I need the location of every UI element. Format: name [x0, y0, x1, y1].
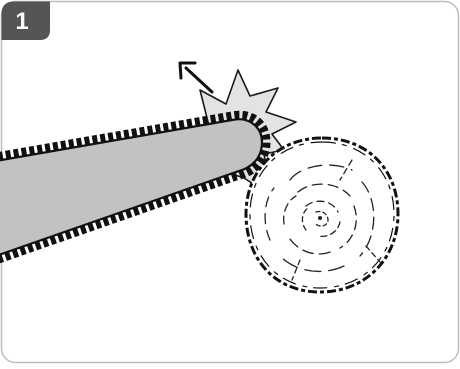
step-number: 1: [15, 8, 28, 35]
log-cross-section: [246, 138, 398, 292]
